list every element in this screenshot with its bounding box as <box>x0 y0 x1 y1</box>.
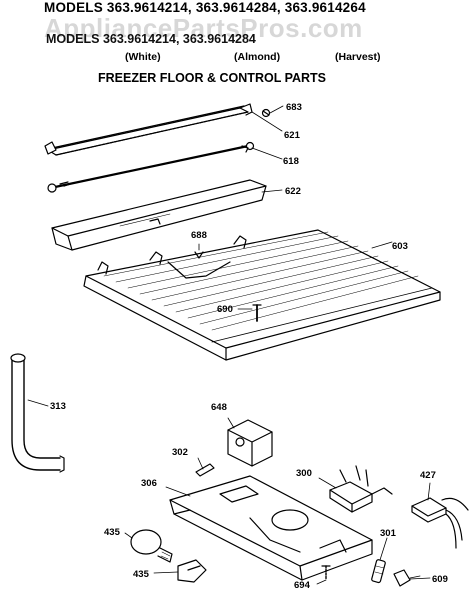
part-302-pin <box>195 463 215 477</box>
callout-683: 683 <box>286 102 302 113</box>
models-line: MODELS 363.9614214, 363.9614284, 363.961… <box>44 0 366 15</box>
part-435-switch <box>177 559 207 583</box>
callout-435-switch: 435 <box>133 569 150 580</box>
callout-302: 302 <box>172 447 188 458</box>
callout-690: 690 <box>217 304 233 315</box>
part-622-channel <box>51 179 267 251</box>
ghost-models-line: MODELS 363.9614214, 363.9614284 <box>46 32 256 46</box>
callout-603: 603 <box>392 241 408 252</box>
callout-618: 618 <box>283 156 299 167</box>
color-label-white: (White) <box>125 51 161 63</box>
part-301-socket <box>371 559 386 584</box>
watermark: AppliancePartsPros.com <box>44 13 363 43</box>
callout-622: 622 <box>285 186 301 197</box>
callout-313: 313 <box>50 401 66 412</box>
callout-694: 694 <box>294 580 311 591</box>
part-300-thermostat <box>329 465 393 513</box>
part-618-rod <box>47 141 255 193</box>
part-427-harness <box>411 497 469 549</box>
part-683-screw <box>261 105 284 118</box>
part-621-rail <box>44 103 253 156</box>
part-435-bulb <box>130 529 173 563</box>
callout-688: 688 <box>191 230 207 241</box>
callout-300: 300 <box>296 468 312 479</box>
callout-306: 306 <box>141 478 157 489</box>
part-648-timer <box>227 417 273 467</box>
callout-427: 427 <box>420 470 436 481</box>
part-694-screw <box>321 565 331 581</box>
callout-609: 609 <box>432 574 448 585</box>
callout-435-bulb: 435 <box>104 527 121 538</box>
part-306-control-housing <box>169 475 373 581</box>
callout-301: 301 <box>380 528 397 539</box>
part-609-switch <box>393 569 421 587</box>
color-label-almond: (Almond) <box>234 51 281 63</box>
section-title: FREEZER FLOOR & CONTROL PARTS <box>98 71 327 85</box>
color-label-harvest: (Harvest) <box>335 51 381 63</box>
leader-lines <box>27 111 431 585</box>
callout-621: 621 <box>284 130 301 141</box>
part-313-drain-tube <box>10 353 65 473</box>
callout-648: 648 <box>211 402 227 413</box>
part-690-screw <box>237 304 262 322</box>
part-603-floor <box>83 229 441 361</box>
part-688-clip <box>194 243 204 259</box>
